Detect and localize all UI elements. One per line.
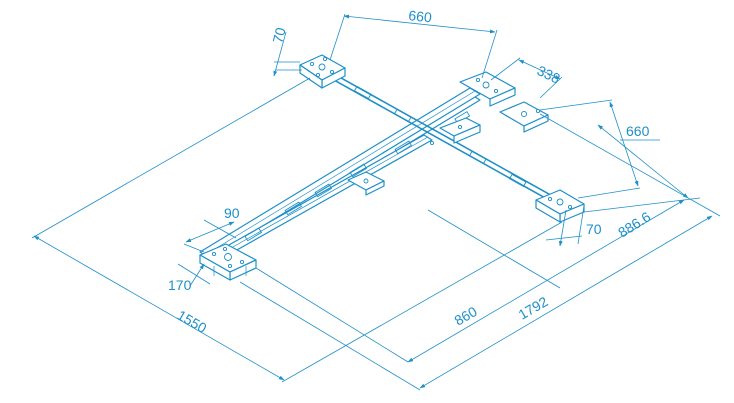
dimension-labels: 660 338 70 660 70 886.6 90 170 1550 860 … <box>168 7 653 336</box>
dim-left-plate: 90 <box>224 205 240 221</box>
foot-plate-right-mid <box>499 101 549 133</box>
foot-plate-top-left <box>299 54 346 89</box>
bracket-plate-mid <box>347 171 385 196</box>
frame-structure <box>199 54 585 281</box>
side-rail <box>219 134 433 256</box>
dim-left-height: 170 <box>168 277 192 293</box>
foot-plate-top-right <box>459 71 516 107</box>
foot-plate-bottom-right <box>535 189 585 223</box>
dim-overall-length: 1550 <box>175 307 210 337</box>
dim-top-left-thickness: 70 <box>269 26 288 45</box>
cross-beam <box>319 65 571 213</box>
dim-overall-depth: 886.6 <box>615 208 653 240</box>
dim-outer-length: 1792 <box>516 293 551 323</box>
dim-plate-width: 338 <box>535 62 563 86</box>
dim-top-width: 660 <box>408 7 433 25</box>
dimension-lines <box>31 13 721 391</box>
dim-inner-length: 860 <box>452 303 480 329</box>
center-block <box>429 117 481 146</box>
dim-right-depth: 660 <box>626 123 650 139</box>
dim-right-thickness: 70 <box>586 221 602 237</box>
